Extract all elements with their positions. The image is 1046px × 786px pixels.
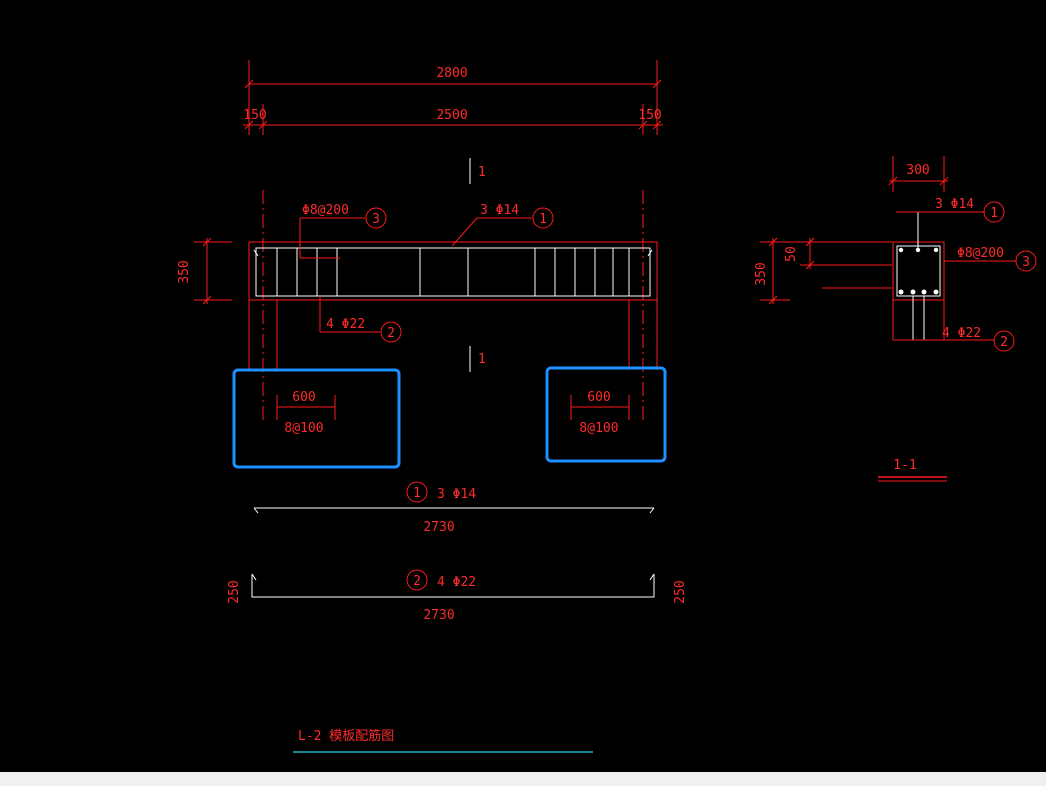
- bar-shape-1[interactable]: 1 3 Φ14 2730: [253, 481, 655, 535]
- dim-mid-2500: 2500: [436, 108, 467, 123]
- bar2-spec: 4 Φ22: [437, 575, 476, 590]
- bar2-length: 2730: [423, 608, 454, 623]
- stirrup-spec: Φ8@200: [302, 203, 349, 218]
- stirrup-num: 3: [372, 212, 380, 227]
- bar1-num: 1: [413, 486, 421, 501]
- drawing-title: L-2 模板配筋图: [293, 728, 593, 753]
- section-stirrup-num: 3: [1022, 255, 1030, 270]
- section-bottom-spec: 4 Φ22: [942, 326, 981, 341]
- dim-right-150: 150: [638, 108, 661, 123]
- section-top-num: 1: [990, 206, 998, 221]
- status-strip: [0, 772, 1046, 786]
- drawing-title-text: L-2 模板配筋图: [298, 728, 394, 744]
- section-mark-top: 1: [478, 165, 486, 180]
- bottom-bar-num: 2: [387, 326, 395, 341]
- top-bar-num: 1: [539, 212, 547, 227]
- bar2-hook-right: 250: [673, 580, 688, 603]
- column-outlines: [248, 300, 658, 370]
- section-title-text: 1-1: [893, 458, 916, 473]
- section-width-dimension: 300: [888, 156, 949, 192]
- section-dim-height: 350: [754, 262, 769, 285]
- section-top-callout: 3 Φ14 1: [896, 197, 1005, 250]
- section-dim-cover: 50: [784, 246, 799, 262]
- section-stirrup-spec: Φ8@200: [957, 246, 1004, 261]
- dim-left-150: 150: [243, 108, 266, 123]
- left-dense-spec: 8@100: [284, 421, 323, 436]
- section-height-dimensions: 350 50: [754, 237, 892, 305]
- top-bar-callout: 3 Φ14 1: [451, 203, 554, 247]
- beam-height-dimension: 350: [177, 237, 232, 305]
- section-stirrup-callout: Φ8@200 3: [944, 246, 1037, 272]
- bottom-bar-callout: 4 Φ22 2: [319, 296, 402, 343]
- bar1-length: 2730: [423, 520, 454, 535]
- dim-height-350: 350: [177, 260, 192, 283]
- bar2-hook-left: 250: [227, 580, 242, 603]
- left-dense-zone: 600 8@100: [276, 390, 336, 436]
- section-cut-marks: 1 1: [469, 158, 486, 372]
- section-1-1-drawing[interactable]: [892, 241, 945, 340]
- section-bottom-callout: 4 Φ22 2: [893, 296, 1015, 352]
- selection-box-right[interactable]: [545, 366, 667, 463]
- left-dense-length: 600: [292, 390, 315, 405]
- bar-shape-2[interactable]: 2 4 Φ22 2730 250 250: [227, 569, 688, 623]
- section-dim-width: 300: [906, 163, 929, 178]
- top-bar-spec: 3 Φ14: [480, 203, 519, 218]
- column-centerlines: [262, 190, 644, 420]
- right-dense-spec: 8@100: [579, 421, 618, 436]
- right-dense-zone: 600 8@100: [570, 390, 630, 436]
- section-mark-bottom: 1: [478, 352, 486, 367]
- bar2-num: 2: [413, 574, 421, 589]
- dim-total-2800: 2800: [436, 66, 467, 81]
- stirrup-callout: Φ8@200 3: [299, 203, 387, 259]
- section-bottom-num: 2: [1000, 335, 1008, 350]
- bar1-spec: 3 Φ14: [437, 487, 476, 502]
- selection-box-left[interactable]: [232, 368, 401, 469]
- right-dense-length: 600: [587, 390, 610, 405]
- beam-elevation[interactable]: [248, 241, 658, 301]
- section-title: 1-1: [878, 458, 947, 482]
- section-top-spec: 3 Φ14: [935, 197, 974, 212]
- bottom-bar-spec: 4 Φ22: [326, 317, 365, 332]
- elevation-dimensions: 2800 150 2500 150: [243, 60, 663, 135]
